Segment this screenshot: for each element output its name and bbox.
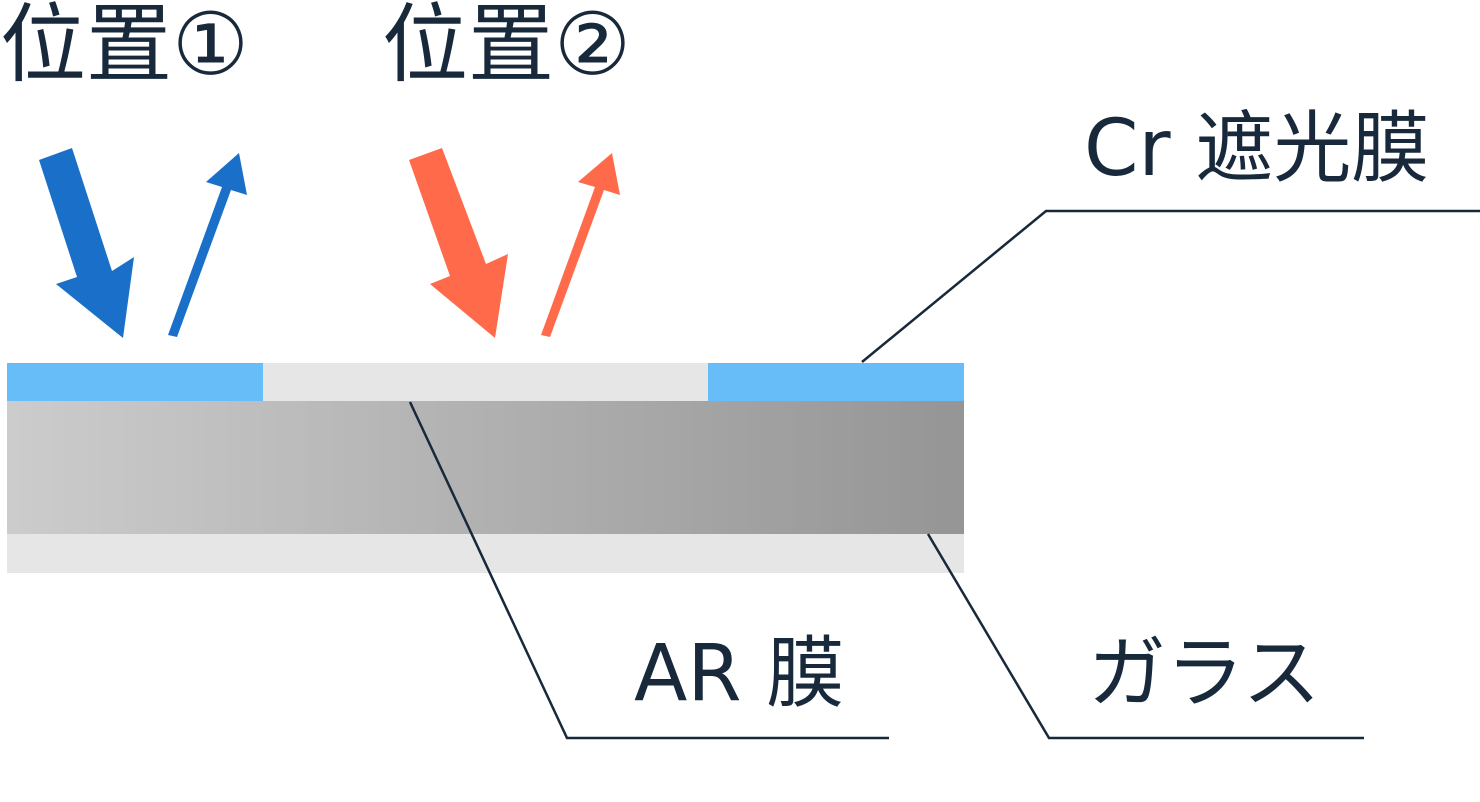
glass-label: ガラス: [1088, 629, 1321, 719]
position-1-label: 位置①: [0, 0, 250, 95]
incident-arrow-red: [409, 148, 508, 338]
cr-film-label: Cr 遮光膜: [1084, 104, 1430, 194]
bottom-ar-layer: [7, 534, 964, 573]
ar-film-leader-line: [408, 401, 889, 740]
cr-film-leader-line: [861, 209, 1480, 363]
cr-film-right: [708, 363, 964, 401]
ar-film-label: AR 膜: [634, 629, 845, 719]
incident-arrow-blue: [39, 148, 134, 338]
glass-substrate: [7, 401, 964, 534]
reflected-arrow-red: [541, 153, 620, 337]
glass-leader-line: [926, 533, 1364, 740]
cr-film-left: [7, 363, 263, 401]
position-2-label: 位置②: [382, 0, 632, 95]
reflected-arrow-blue: [168, 153, 247, 337]
